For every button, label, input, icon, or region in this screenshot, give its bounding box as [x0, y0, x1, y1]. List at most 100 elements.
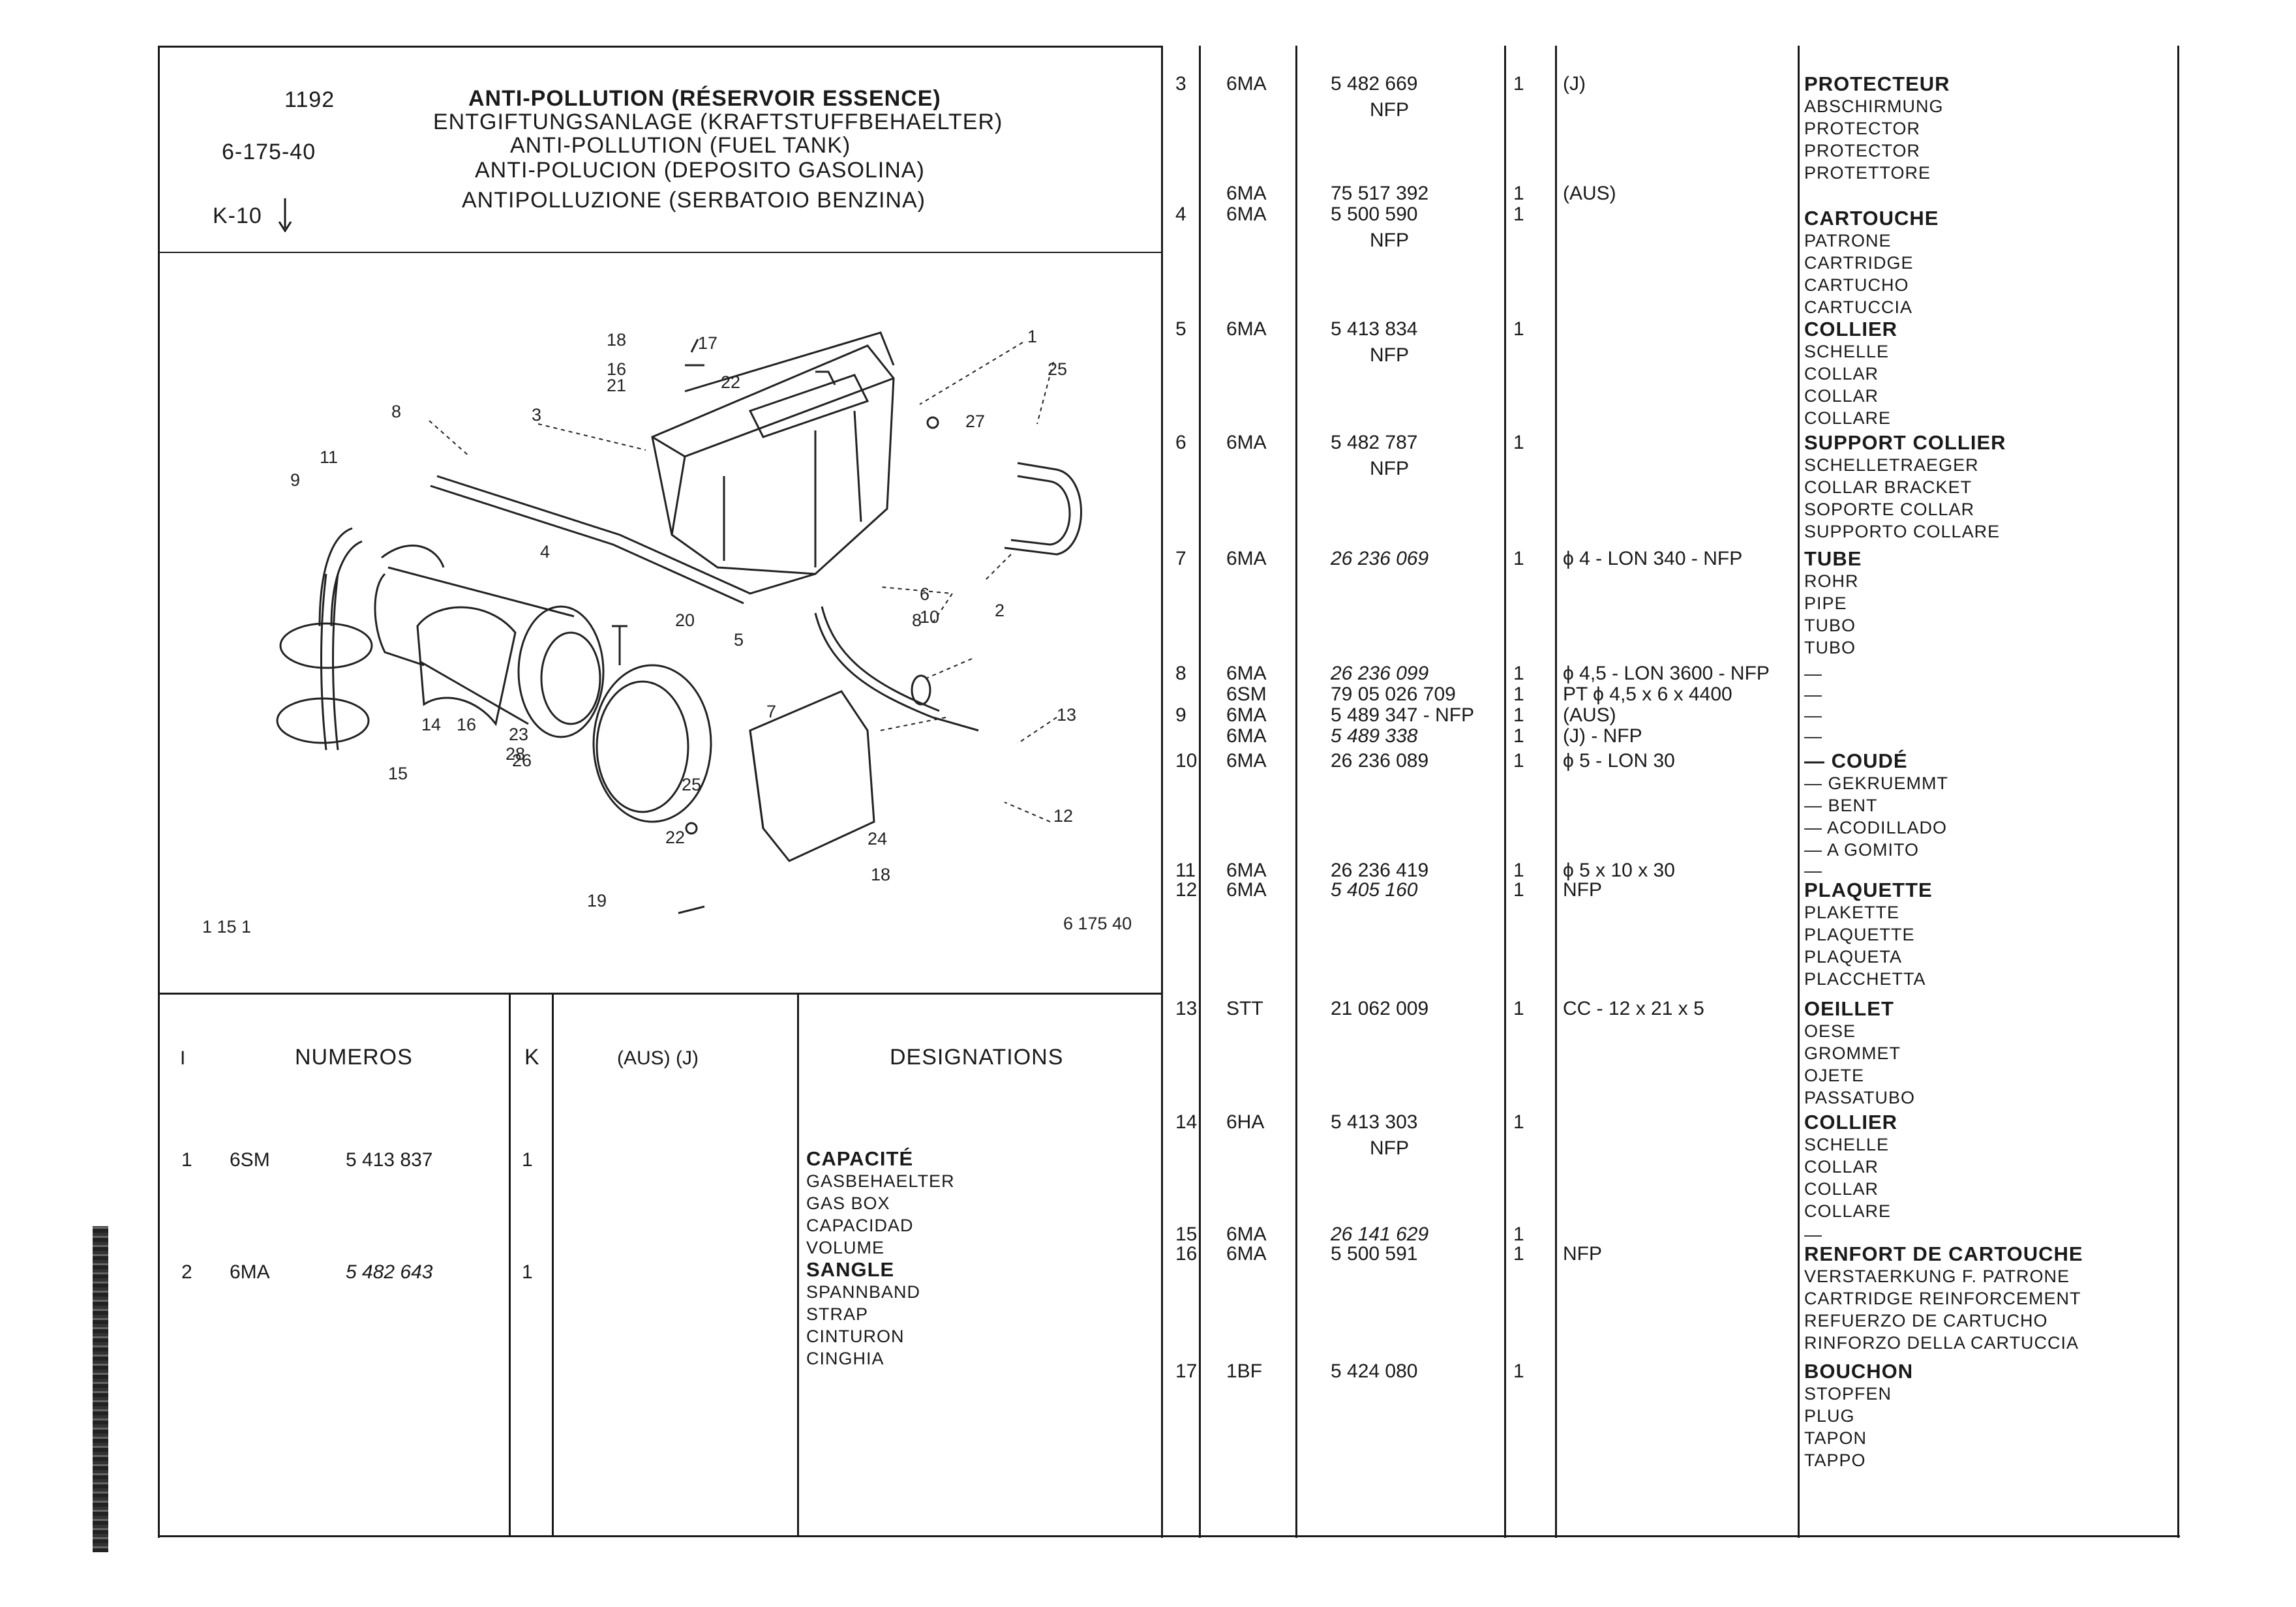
row-item: 5: [1175, 318, 1186, 340]
row-code: 6MA: [1226, 318, 1267, 340]
tube-line: [436, 475, 816, 595]
row-remark: ϕ 5 x 10 x 30: [1563, 860, 1675, 881]
grommet: [911, 674, 931, 706]
title-de: ENTGIFTUNGSANLAGE (KRAFTSTUFFBEHAELTER): [433, 110, 1003, 134]
row-designation: —: [1804, 861, 1822, 880]
callout-label: 24: [868, 829, 887, 849]
row-number: 5 482 643: [346, 1261, 433, 1283]
row-code: 1BF: [1226, 1360, 1263, 1382]
row-code: 6MA: [1226, 663, 1267, 684]
row-number: 26 236 069: [1331, 548, 1429, 569]
row-sub-note: NFP: [1370, 344, 1409, 366]
callout-label: 8: [391, 402, 401, 421]
strap: [1004, 462, 1082, 556]
callout-label: 3: [532, 405, 541, 425]
row-remark: (AUS): [1563, 704, 1616, 726]
row-code: 6MA: [1226, 879, 1267, 901]
callout-label: 6: [920, 584, 929, 604]
row-qty: 1: [522, 1149, 533, 1171]
callout-label: 13: [1057, 705, 1076, 725]
row-number: 5 500 591: [1331, 1243, 1418, 1265]
callout-label: 22: [721, 372, 740, 392]
callout-label: 4: [540, 542, 550, 562]
row-qty: 1: [1513, 1360, 1524, 1382]
callout-label: 1: [1027, 327, 1037, 346]
row-code: 6MA: [1226, 860, 1267, 881]
row-qty: 1: [1513, 750, 1524, 772]
row-remark: NFP: [1563, 879, 1602, 901]
row-item: 4: [1175, 203, 1186, 225]
row-qty: 1: [1513, 73, 1524, 95]
diagram-ref-right: 6 175 40: [1063, 914, 1132, 933]
col-item: I: [180, 1047, 186, 1069]
row-remark: (J): [1563, 73, 1586, 95]
callout-label: 23: [509, 725, 528, 744]
callout-label: 5: [734, 630, 744, 650]
callout-label: 20: [675, 610, 695, 630]
retaining-rings: [276, 573, 373, 751]
row-number: 26 236 089: [1331, 750, 1429, 772]
callout-label: 27: [965, 412, 985, 431]
reinforcement-wrap: [416, 606, 517, 727]
row-code: 6MA: [1226, 73, 1267, 95]
row-item: 17: [1175, 1360, 1198, 1382]
callout-label: 15: [388, 764, 408, 783]
col-aus-j: (AUS) (J): [617, 1047, 699, 1069]
callout-label: 18: [607, 330, 626, 350]
row-sub-note: NFP: [1370, 1137, 1409, 1159]
title-es: ANTI-POLUCION (DEPOSITO GASOLINA): [475, 158, 925, 183]
row-item: 11: [1175, 860, 1196, 881]
row-number: 5 413 834: [1331, 318, 1418, 340]
title-fr: ANTI-POLLUTION (RÉSERVOIR ESSENCE): [468, 86, 941, 111]
callout-label: 21: [607, 376, 626, 395]
row-item: 16: [1175, 1243, 1198, 1265]
title-en: ANTI-POLLUTION (FUEL TANK): [510, 133, 851, 158]
arrow-down-icon: [279, 198, 292, 233]
row-item: 3: [1175, 73, 1186, 95]
row-number: 5 489 347 - NFP: [1331, 704, 1475, 726]
row-number: 5 482 669: [1331, 73, 1418, 95]
callout-label: 10: [920, 607, 939, 627]
row-number: 5 424 080: [1331, 1360, 1418, 1382]
col-numeros: NUMEROS: [295, 1045, 413, 1070]
row-qty: 1: [1513, 432, 1524, 453]
callout-label: 11: [320, 447, 338, 467]
row-qty: 1: [1513, 879, 1524, 901]
callout-label: 18: [871, 865, 890, 884]
row-item: 13: [1175, 998, 1198, 1019]
row-item: 8: [1175, 663, 1186, 684]
row-number: 5 489 338: [1331, 725, 1418, 747]
row-number: 75 517 392: [1331, 183, 1429, 204]
row-code: 6MA: [1226, 704, 1267, 726]
row-remark: (AUS): [1563, 183, 1616, 204]
title-it: ANTIPOLLUZIONE (SERBATOIO BENZINA): [462, 188, 926, 213]
col-k: K: [524, 1045, 539, 1070]
row-qty: 1: [1513, 683, 1524, 705]
row-designation: —: [1804, 727, 1822, 746]
row-qty: 1: [1513, 725, 1524, 747]
row-designation: — COUDÉ— GEKRUEMMT— BENT— ACODILLADO— A …: [1804, 749, 1949, 860]
callout-label: 17: [698, 333, 718, 353]
catalog-key: K-10: [213, 198, 295, 233]
row-remark: CC - 12 x 21 x 5: [1563, 998, 1704, 1019]
catalog-ref: 6-175-40: [222, 140, 316, 164]
row-qty: 1: [1513, 1111, 1524, 1133]
row-code: 6MA: [1226, 203, 1267, 225]
row-sub-note: NFP: [1370, 230, 1409, 251]
row-number: 21 062 009: [1331, 998, 1429, 1019]
row-designation: CAPACITÉ GASBEHAELTER GAS BOX CAPACIDAD …: [806, 1147, 955, 1258]
row-designation: —: [1804, 685, 1822, 704]
row-code: STT: [1226, 998, 1263, 1019]
protector-plate: [684, 331, 895, 393]
row-remark: PT ϕ 4,5 x 6 x 4400: [1563, 683, 1732, 705]
row-item: 14: [1175, 1111, 1198, 1133]
